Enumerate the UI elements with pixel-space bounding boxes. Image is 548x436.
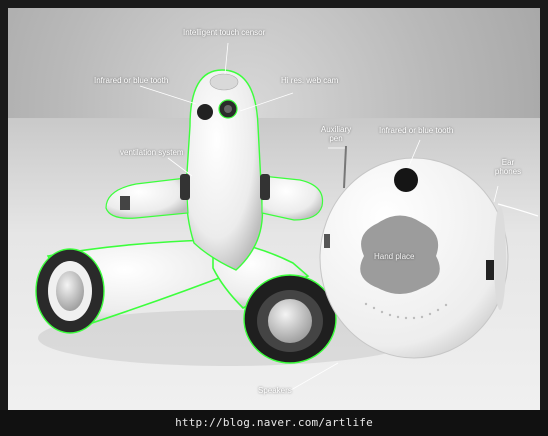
- product-render-frame: Intelligent touch censor Infrared or blu…: [8, 8, 540, 410]
- label-webcam: Hi res. web cam: [281, 76, 339, 85]
- webcam-lens: [224, 105, 232, 113]
- earphone-cable: [497, 203, 539, 217]
- robot-render: [35, 42, 539, 391]
- label-touch-sensor: Intelligent touch censor: [183, 28, 266, 37]
- disc-edge: [494, 206, 506, 310]
- earphone-jack: [486, 260, 494, 280]
- hand-place-pad: [360, 215, 440, 294]
- robot-torso: [185, 69, 264, 271]
- left-arm: [105, 177, 189, 219]
- label-ir-bluetooth-left: Infrared or blue tooth: [94, 76, 169, 85]
- label-aux-pen: Auxiliary pen: [320, 125, 352, 143]
- label-ear-phones: Ear phones: [494, 158, 522, 176]
- callout-lines: [139, 42, 499, 391]
- ventilation-grille-right: [260, 174, 270, 200]
- right-arm: [261, 175, 324, 221]
- label-ir-bluetooth-right: Infrared or blue tooth: [379, 126, 454, 135]
- disc-ir-sensor: [394, 168, 418, 192]
- label-hand-place: Hand place: [374, 252, 415, 261]
- disc-speaker-holes: [364, 302, 448, 320]
- label-speakers: Speakers: [258, 386, 292, 395]
- left-arm-port: [120, 196, 130, 210]
- auxiliary-pen: [343, 145, 347, 189]
- touch-sensor-dome: [209, 73, 239, 91]
- footer-url: http://blog.naver.com/artlife: [0, 410, 548, 436]
- label-ventilation: ventilation system: [120, 148, 184, 157]
- right-speaker-cone: [268, 299, 312, 343]
- ir-sensor-eye: [197, 104, 213, 120]
- left-speaker-cone: [56, 271, 84, 311]
- disc-side-port: [324, 234, 330, 248]
- ventilation-grille-left: [180, 174, 190, 200]
